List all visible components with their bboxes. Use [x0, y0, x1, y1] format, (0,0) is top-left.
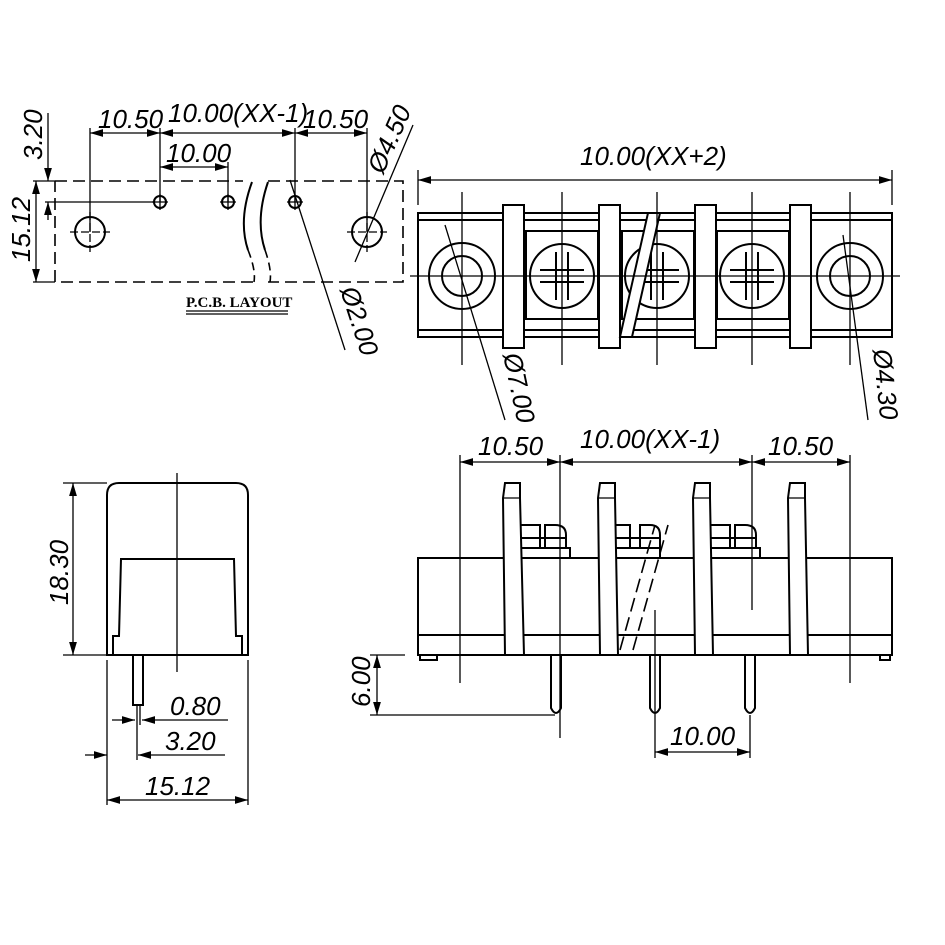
side-dim-pin-offset: 3.20 — [165, 726, 216, 756]
pcb-dia-pin: Ø2.00 — [334, 282, 385, 360]
top-view: 10.00(XX+2) Ø7.00 Ø4.30 — [410, 141, 904, 426]
pcb-dim-offset: 3.20 — [18, 109, 48, 160]
pcb-layout-view: 10.50 10.00(XX-1) 10.50 10.00 3.20 15.12… — [6, 98, 418, 360]
pcb-dim-pitch-total: 10.00(XX-1) — [168, 98, 308, 128]
pin — [132, 654, 144, 706]
front-dim-pitch-total: 10.00(XX-1) — [580, 424, 720, 454]
pins-front — [550, 655, 756, 714]
front-dim-pitch: 10.00 — [670, 721, 736, 751]
pcb-layout-title: P.C.B. LAYOUT — [186, 295, 292, 311]
pcb-dia-mount: Ø4.50 — [361, 100, 418, 178]
pcb-dim-pitch: 10.00 — [166, 138, 232, 168]
front-view: 10.50 10.00(XX-1) 10.50 6.00 10.00 — [346, 424, 893, 758]
pcb-dim-width: 15.12 — [6, 196, 36, 262]
screw-heads — [505, 524, 761, 558]
front-dim-pin-length: 6.00 — [346, 656, 376, 707]
side-dim-pin: 0.80 — [170, 691, 221, 721]
top-dim-total: 10.00(XX+2) — [580, 141, 727, 171]
front-dim-right: 10.50 — [768, 431, 834, 461]
pcb-dim-right: 10.50 — [303, 104, 369, 134]
side-dim-width: 15.12 — [145, 771, 211, 801]
barriers — [502, 204, 812, 349]
front-dim-left: 10.50 — [478, 431, 544, 461]
side-dim-height: 18.30 — [44, 539, 74, 605]
top-dia-hole: Ø4.30 — [867, 346, 904, 421]
pcb-dim-left: 10.50 — [98, 104, 164, 134]
barriers-front — [501, 482, 810, 656]
side-view: 18.30 0.80 3.20 15.12 — [44, 473, 249, 805]
